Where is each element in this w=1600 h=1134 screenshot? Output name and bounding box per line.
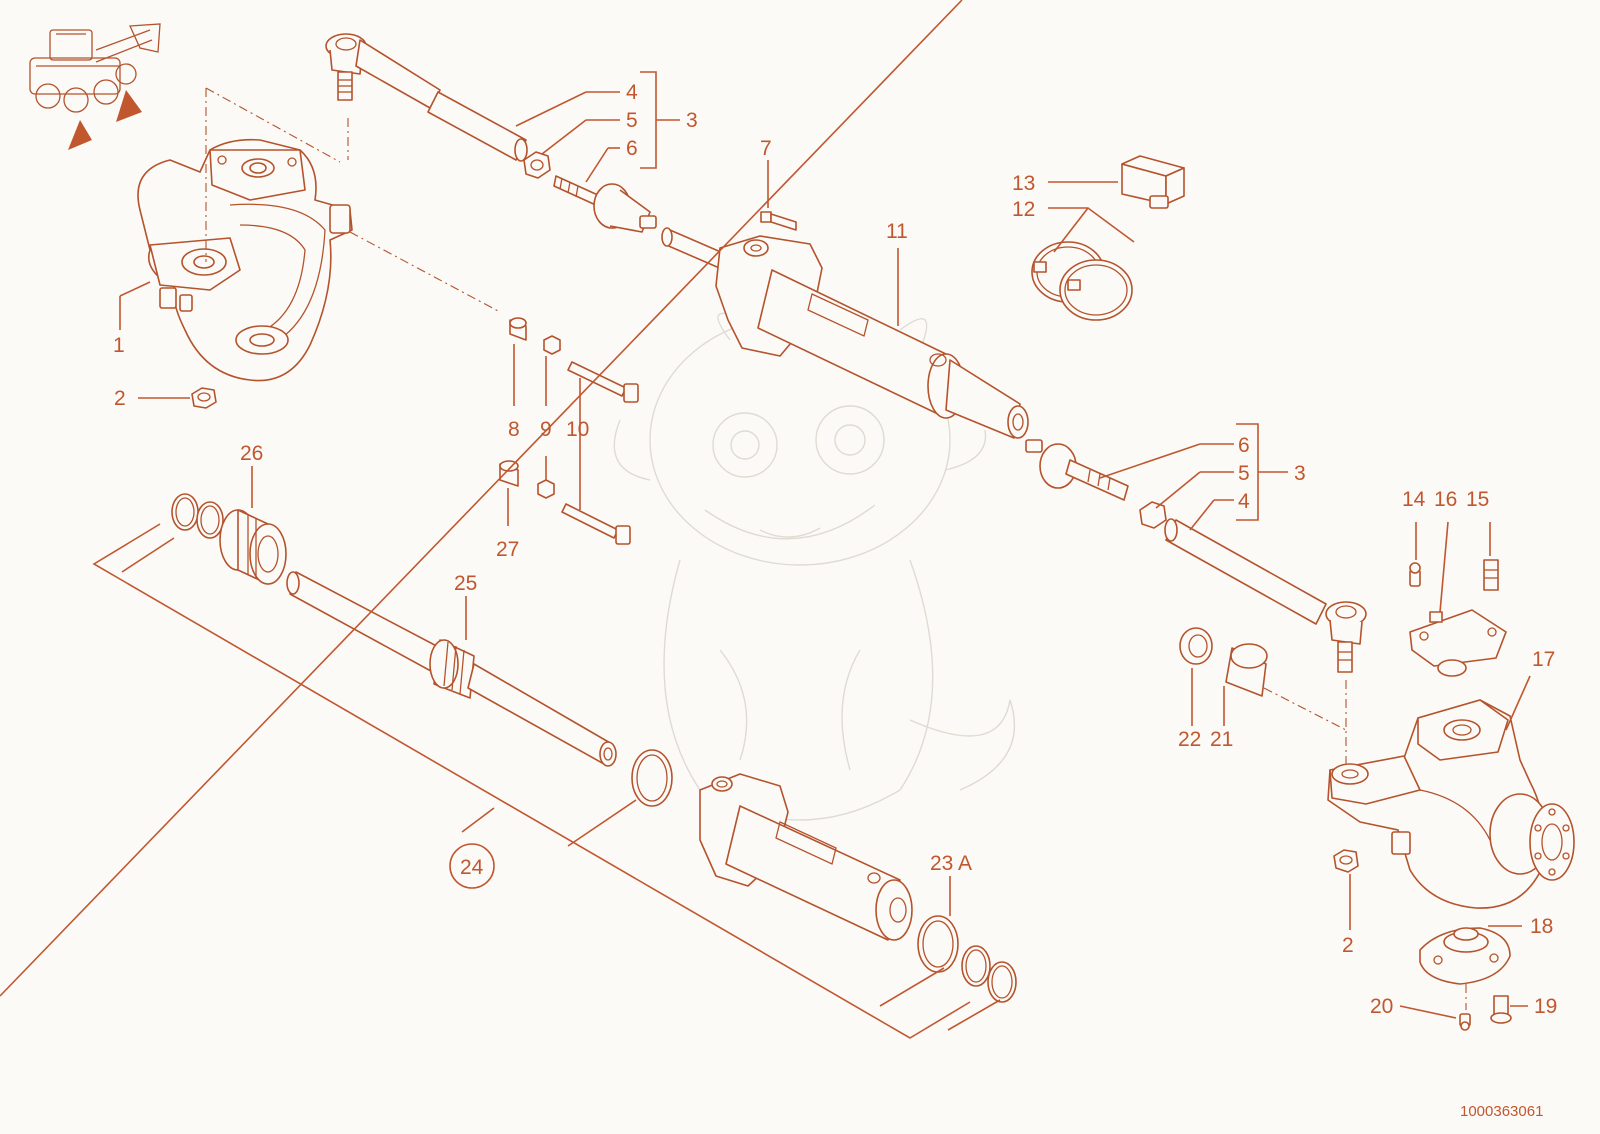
- document-id: 1000363061: [1460, 1103, 1543, 1120]
- piston-rod-25: [286, 571, 617, 767]
- callout-6-upper: 6: [626, 137, 638, 160]
- screw-7: [760, 211, 797, 231]
- callout-16: 16: [1434, 488, 1457, 511]
- inner-ball-joint-lower: [1025, 439, 1129, 501]
- tie-rod-tube-upper: [427, 91, 528, 162]
- callout-23a: 23 A: [930, 852, 972, 875]
- nut-9-upper: [543, 335, 561, 355]
- inner-ball-joint-upper: [553, 175, 657, 233]
- callout-6-lower: 6: [1238, 434, 1250, 457]
- lock-nut-upper: [523, 151, 551, 179]
- view-direction-arrow-icon: [68, 90, 142, 150]
- right-steering-knuckle: [1327, 699, 1575, 909]
- callout-27: 27: [496, 538, 519, 561]
- callout-2-right: 2: [1342, 934, 1354, 957]
- callout-10: 10: [566, 418, 589, 441]
- tie-rod-tube-lower: [1164, 518, 1327, 625]
- callout-11: 11: [886, 220, 908, 243]
- seal-22: [1179, 627, 1213, 665]
- sensor-13: [1121, 155, 1185, 209]
- cylinder-barrel-lower: [699, 773, 913, 941]
- bushing-8: [509, 317, 527, 341]
- o-rings-26-left: [171, 493, 224, 539]
- bolt-19: [1490, 995, 1512, 1024]
- callout-3-lower: 3: [1294, 462, 1306, 485]
- bolt-10-lower: [561, 503, 631, 545]
- callout-19: 19: [1534, 995, 1557, 1018]
- callout-3-upper: 3: [686, 109, 698, 132]
- nut-9-lower: [537, 479, 555, 499]
- callout-5-upper: 5: [626, 109, 638, 132]
- lower-plate-18: [1419, 927, 1511, 985]
- left-steering-knuckle: [137, 138, 353, 382]
- group-bracket-24: [0, 0, 1001, 1039]
- callout-24-circle: [449, 843, 495, 889]
- o-rings-23a: [917, 915, 1017, 1003]
- callout-13: 13: [1012, 172, 1035, 195]
- callout-18: 18: [1530, 915, 1553, 938]
- callout-15: 15: [1466, 488, 1489, 511]
- callout-1: 1: [113, 334, 125, 357]
- callout-8: 8: [508, 418, 520, 441]
- callout-22: 22: [1178, 728, 1201, 751]
- callout-26: 26: [240, 442, 263, 465]
- bolt-15: [1483, 559, 1499, 591]
- callout-25: 25: [454, 572, 477, 595]
- bushing-27: [499, 460, 519, 487]
- callout-2-left: 2: [114, 387, 126, 410]
- telehandler-machine-icon: [29, 23, 161, 113]
- callout-4-upper: 4: [626, 81, 638, 104]
- callout-24: 24: [460, 856, 484, 879]
- callout-5-lower: 5: [1238, 462, 1250, 485]
- callout-7: 7: [760, 137, 772, 160]
- nut-right: [1333, 849, 1359, 873]
- hose-clamps-12: [1031, 241, 1133, 321]
- callout-20: 20: [1370, 995, 1393, 1018]
- callout-21: 21: [1210, 728, 1233, 751]
- callout-14: 14: [1402, 488, 1426, 511]
- callout-9: 9: [540, 418, 552, 441]
- lock-nut-lower: [1139, 501, 1167, 529]
- steering-cylinder-assembly: [661, 227, 1029, 439]
- o-ring-middle: [631, 749, 673, 807]
- callout-4-lower: 4: [1238, 490, 1250, 513]
- callout-17: 17: [1532, 648, 1555, 671]
- nut-left: [191, 387, 217, 409]
- tie-rod-end-upper-left: [325, 33, 441, 109]
- callout-12: 12: [1012, 198, 1035, 221]
- gland-26: [219, 509, 287, 585]
- grease-nipple-20: [1459, 1013, 1471, 1031]
- grease-nipple-14: [1409, 562, 1421, 587]
- bushing-21: [1225, 643, 1268, 697]
- tie-rod-end-lower-right: [1325, 601, 1367, 673]
- sensor-plate-16: [1409, 609, 1507, 677]
